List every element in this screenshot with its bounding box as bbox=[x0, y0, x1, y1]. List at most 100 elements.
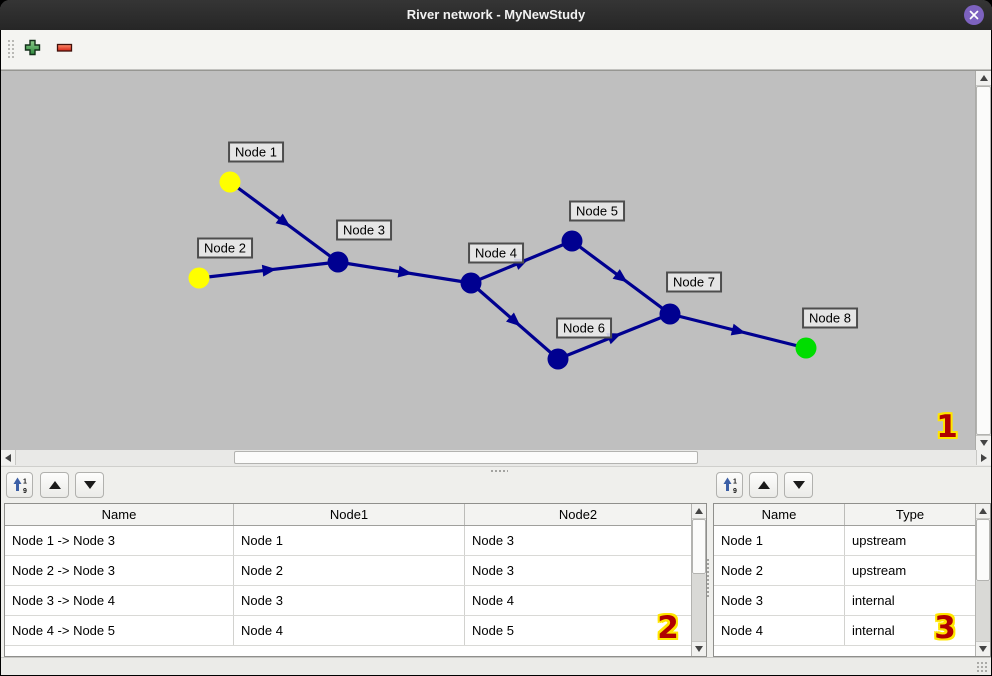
scroll-up-button[interactable] bbox=[976, 71, 991, 86]
table-cell[interactable]: Node 1 bbox=[234, 526, 465, 555]
network-node[interactable] bbox=[659, 303, 681, 325]
add-plus-icon bbox=[24, 39, 40, 56]
scrollbar-trough[interactable] bbox=[976, 581, 990, 641]
network-node[interactable] bbox=[460, 272, 482, 294]
main-toolbar bbox=[1, 30, 991, 70]
arrow-up-icon bbox=[695, 508, 703, 514]
pane-splitter-horizontal[interactable] bbox=[1, 467, 991, 475]
table-cell[interactable]: upstream bbox=[852, 533, 907, 548]
table-cell[interactable]: upstream bbox=[852, 563, 907, 578]
svg-text:9: 9 bbox=[733, 488, 737, 494]
status-bar bbox=[1, 657, 991, 675]
flow-arrow-icon bbox=[275, 213, 291, 227]
node-table-scrollbar[interactable] bbox=[975, 504, 990, 656]
flow-arrow-icon bbox=[606, 333, 622, 345]
resize-grip[interactable] bbox=[976, 661, 988, 673]
arrow-down-icon bbox=[979, 646, 987, 652]
table-cell[interactable]: Node 2 bbox=[714, 556, 845, 585]
pane-splitter-vertical[interactable] bbox=[706, 558, 710, 598]
table-cell[interactable]: Node 5 bbox=[472, 623, 514, 638]
column-header[interactable]: Name bbox=[714, 504, 845, 525]
reach-move-up-button[interactable] bbox=[40, 472, 69, 498]
annotation-number: 1 bbox=[936, 409, 958, 445]
reach-table-scrollbar[interactable] bbox=[691, 504, 706, 656]
table-cell[interactable]: Node 4 bbox=[234, 616, 465, 645]
table-cell[interactable]: Node 3 -> Node 4 bbox=[5, 586, 234, 615]
table-cell[interactable]: internal bbox=[852, 623, 895, 638]
node-row[interactable]: Node 4 internal bbox=[714, 616, 975, 646]
scroll-down-button[interactable] bbox=[692, 641, 706, 656]
flow-arrow-icon bbox=[506, 312, 521, 327]
column-header[interactable]: Node2 bbox=[558, 507, 598, 522]
table-cell[interactable]: internal bbox=[852, 593, 895, 608]
network-node[interactable] bbox=[547, 348, 569, 370]
network-node[interactable] bbox=[327, 251, 349, 273]
remove-button[interactable] bbox=[53, 38, 75, 60]
scroll-down-button[interactable] bbox=[976, 641, 990, 656]
scroll-right-button[interactable] bbox=[976, 450, 991, 465]
node-sort-button[interactable]: 1 9 bbox=[716, 472, 743, 498]
svg-text:9: 9 bbox=[23, 488, 27, 494]
scroll-up-button[interactable] bbox=[976, 504, 990, 519]
flow-arrow-icon bbox=[612, 269, 628, 283]
table-cell[interactable]: Node 4 bbox=[714, 616, 845, 645]
scrollbar-thumb[interactable] bbox=[692, 519, 706, 574]
column-header[interactable]: Type bbox=[895, 507, 925, 522]
network-node[interactable] bbox=[188, 267, 210, 289]
scroll-down-button[interactable] bbox=[976, 435, 991, 450]
arrow-up-icon bbox=[979, 508, 987, 514]
canvas-vertical-scrollbar[interactable] bbox=[975, 71, 991, 450]
network-node[interactable] bbox=[795, 337, 817, 359]
flow-arrow-icon bbox=[397, 265, 413, 278]
canvas-horizontal-scrollbar[interactable] bbox=[1, 450, 991, 467]
table-cell[interactable]: Node 3 bbox=[472, 533, 514, 548]
table-cell[interactable]: Node 3 bbox=[714, 586, 845, 615]
close-button[interactable] bbox=[964, 5, 984, 25]
sort-ascending-icon: 1 9 bbox=[13, 477, 27, 494]
table-cell[interactable]: Node 3 bbox=[472, 563, 514, 578]
scrollbar-thumb[interactable] bbox=[976, 519, 990, 581]
scrollbar-thumb[interactable] bbox=[976, 86, 991, 435]
table-cell[interactable]: Node 1 bbox=[714, 526, 845, 555]
arrow-right-icon bbox=[981, 453, 987, 462]
reach-move-down-button[interactable] bbox=[75, 472, 104, 498]
network-svg bbox=[188, 171, 817, 370]
scroll-left-button[interactable] bbox=[1, 450, 16, 465]
flow-arrow-icon bbox=[513, 258, 529, 270]
table-cell[interactable]: Node 3 bbox=[234, 586, 465, 615]
node-move-down-button[interactable] bbox=[784, 472, 813, 498]
table-cell[interactable]: Node 1 -> Node 3 bbox=[5, 526, 234, 555]
column-header[interactable]: Name bbox=[5, 504, 234, 525]
titlebar[interactable]: River network - MyNewStudy bbox=[0, 0, 992, 30]
arrow-left-icon bbox=[5, 453, 11, 462]
network-node[interactable] bbox=[561, 230, 583, 252]
node-row[interactable]: Node 3 internal bbox=[714, 586, 975, 616]
node-row[interactable]: Node 1 upstream bbox=[714, 526, 975, 556]
scrollbar-trough[interactable] bbox=[692, 574, 706, 641]
table-cell[interactable]: Node 2 bbox=[234, 556, 465, 585]
up-triangle-icon bbox=[48, 481, 61, 489]
node-move-up-button[interactable] bbox=[749, 472, 778, 498]
column-header[interactable]: Node1 bbox=[234, 504, 465, 525]
scroll-up-button[interactable] bbox=[692, 504, 706, 519]
node-row[interactable]: Node 2 upstream bbox=[714, 556, 975, 586]
remove-minus-icon bbox=[56, 43, 72, 52]
table-cell[interactable]: Node 4 -> Node 5 bbox=[5, 616, 234, 645]
annotation-number: 3 bbox=[934, 610, 956, 646]
network-node[interactable] bbox=[219, 171, 241, 193]
table-cell[interactable]: Node 2 -> Node 3 bbox=[5, 556, 234, 585]
toolbar-drag-handle[interactable] bbox=[7, 39, 14, 60]
add-button[interactable] bbox=[21, 38, 43, 60]
down-triangle-icon bbox=[83, 481, 96, 489]
table-cell[interactable]: Node 4 bbox=[472, 593, 514, 608]
scrollbar-thumb[interactable] bbox=[234, 451, 698, 464]
reach-sort-button[interactable]: 1 9 bbox=[6, 472, 33, 498]
